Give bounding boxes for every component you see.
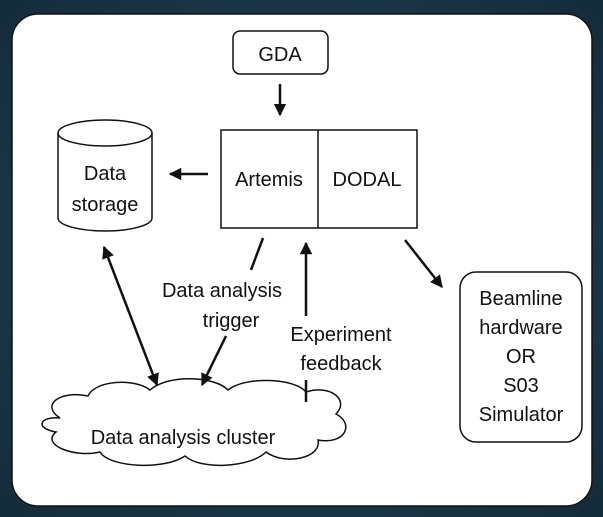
trigger-arrow-bottom bbox=[200, 335, 228, 387]
beamline-label-4: S03 bbox=[503, 375, 539, 397]
feedback-label-2: feedback bbox=[300, 353, 382, 375]
analysis-cluster-label: Data analysis cluster bbox=[91, 427, 276, 449]
beamline-label-3: OR bbox=[506, 346, 536, 368]
beamline-node: Beamline hardware OR S03 Simulator bbox=[459, 271, 583, 443]
feedback-label-1: Experiment bbox=[290, 324, 392, 346]
gda-node: GDA bbox=[232, 30, 329, 75]
trigger-arrow-top bbox=[249, 237, 265, 271]
beamline-label-2: hardware bbox=[479, 317, 562, 339]
storage-cluster-arrow bbox=[102, 245, 159, 387]
beamline-label-5: Simulator bbox=[479, 404, 564, 426]
artemis-dodal-node: Artemis DODAL bbox=[220, 129, 418, 229]
trigger-label-1: Data analysis bbox=[162, 280, 282, 302]
data-storage-label-2: storage bbox=[72, 194, 139, 216]
analysis-cluster-node: Data analysis cluster bbox=[41, 378, 347, 466]
dodal-to-beamline-arrow bbox=[404, 239, 443, 288]
beamline-label-1: Beamline bbox=[479, 288, 562, 310]
trigger-label-2: trigger bbox=[203, 310, 260, 332]
dodal-label: DODAL bbox=[333, 169, 402, 191]
artemis-label: Artemis bbox=[235, 169, 303, 191]
gda-label: GDA bbox=[258, 44, 302, 66]
data-storage-label-1: Data bbox=[84, 163, 127, 185]
data-storage-node: Data storage bbox=[57, 119, 153, 232]
